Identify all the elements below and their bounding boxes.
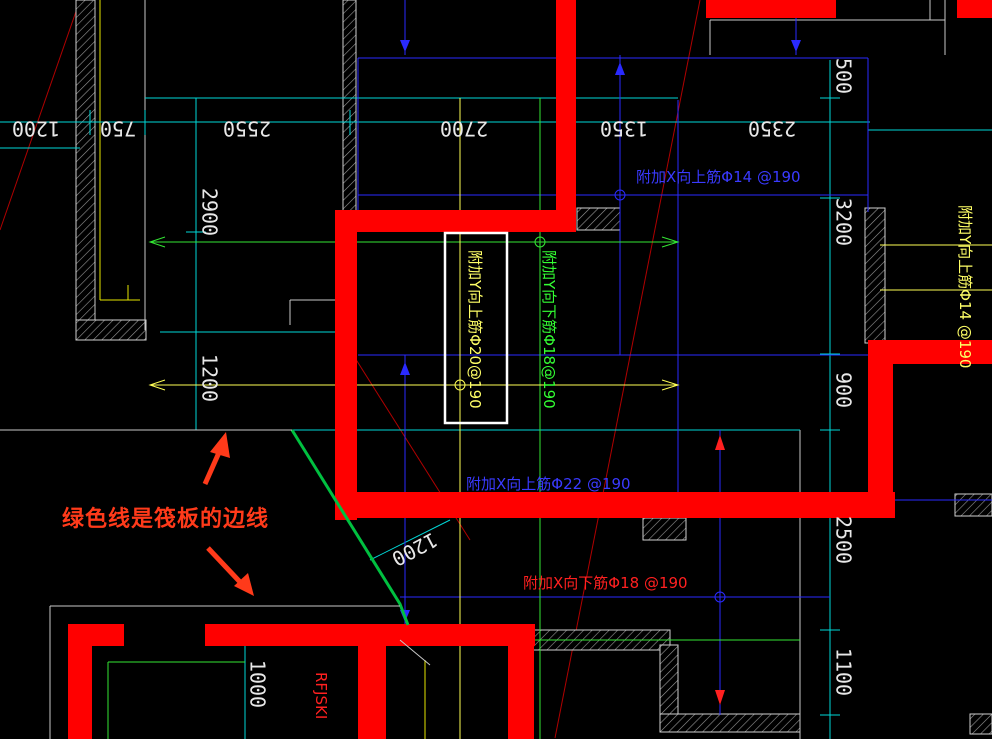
- dimension-labels-left: 2900 1200: [198, 188, 222, 402]
- annotation-x-top-phi14: 附加X向上筋Φ14 @190: [636, 168, 801, 186]
- dim-top-5: 1350: [600, 117, 648, 141]
- dim-lower-left: 1000: [246, 660, 270, 708]
- raft-edge-callout: 绿色线是筏板的边线: [62, 507, 270, 532]
- annotation-y-top-phi20: 附加Y向上筋Φ20@190: [466, 250, 484, 409]
- callout-arrows: [202, 432, 254, 596]
- dim-right-4: 2500: [832, 516, 856, 564]
- dim-right-3: 900: [832, 372, 856, 408]
- rebar-arrows-red: [715, 435, 725, 705]
- rebar-arrowheads: [148, 236, 680, 391]
- outline-lines: [94, 0, 946, 739]
- dim-right-5: 1100: [832, 648, 856, 696]
- dim-top-1: 1200: [12, 117, 60, 141]
- annotation-y-top-phi14-right: 附加Y向上筋Φ14 @190: [956, 205, 974, 368]
- dim-left-1: 2900: [198, 188, 222, 236]
- dimension-lines: [0, 60, 992, 739]
- annotation-x-top-phi22: 附加X向上筋Φ22 @190: [466, 475, 631, 493]
- dim-top-6: 2350: [748, 117, 796, 141]
- dim-top-3: 2550: [223, 117, 271, 141]
- dimension-labels-right: 500 3200 900 2500 1100: [832, 58, 856, 696]
- annotation-y-bottom-phi18: 附加Y向下筋Φ18@190: [540, 250, 558, 409]
- dim-right-1: 500: [832, 58, 856, 94]
- rebar-annotations: 附加X向上筋Φ14 @190 附加Y向上筋Φ20@190 附加Y向下筋Φ18@1…: [466, 168, 974, 592]
- dim-bottom-diagonal: 1200: [388, 527, 442, 571]
- raft-slab-edge: [290, 429, 410, 626]
- room-label: RFJSKI: [312, 672, 330, 719]
- annotation-x-bottom-phi18: 附加X向下筋Φ18 @190: [523, 574, 688, 592]
- dim-top-2: 750: [100, 117, 136, 141]
- highlight-box: [443, 231, 509, 425]
- dim-left-2: 1200: [198, 354, 222, 402]
- dimension-labels-top: 1200 750 2550 2700 1350 2350: [12, 117, 796, 141]
- concrete-walls: [68, 0, 992, 739]
- raft-slab-outline: [0, 429, 431, 739]
- dim-right-2: 3200: [832, 198, 856, 246]
- dim-top-4: 2700: [440, 117, 488, 141]
